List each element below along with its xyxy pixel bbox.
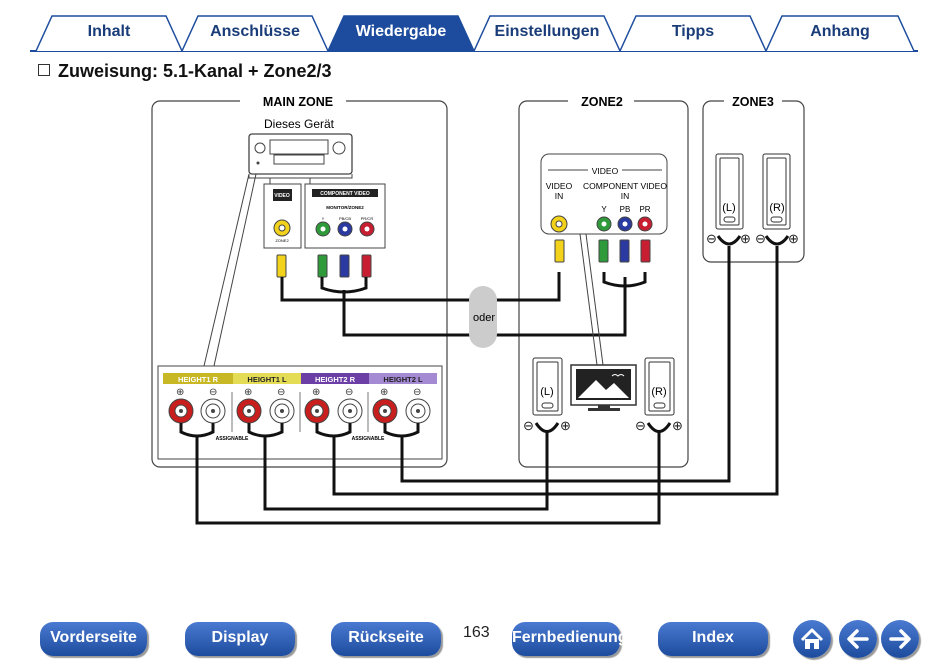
zone2-speaker-right: (R) <box>644 357 675 416</box>
svg-text:HEIGHT2 L: HEIGHT2 L <box>383 375 423 384</box>
svg-text:HEIGHT1 L: HEIGHT1 L <box>247 375 287 384</box>
svg-text:Y: Y <box>601 205 607 214</box>
svg-text:⊖: ⊖ <box>413 387 421 398</box>
receiver-plugs <box>276 254 372 278</box>
home-icon <box>800 628 824 649</box>
fernbedienung-button[interactable]: Fernbedienung <box>512 622 628 656</box>
connection-diagram: MAIN ZONE ZONE2 ZONE3 Dieses Gerät VIDEO… <box>151 93 805 525</box>
tab-einstellungen[interactable]: Einstellungen <box>472 14 622 52</box>
device-label: Dieses Gerät <box>264 117 335 131</box>
main-zone-label: MAIN ZONE <box>263 95 333 109</box>
zone3-label: ZONE3 <box>732 95 774 109</box>
svg-text:PR: PR <box>639 205 650 214</box>
svg-text:VIDEO: VIDEO <box>592 166 619 176</box>
tab-anschluesse[interactable]: Anschlüsse <box>180 14 330 52</box>
svg-text:⊕: ⊕ <box>740 231 751 246</box>
svg-text:PB: PB <box>620 205 631 214</box>
home-button[interactable] <box>793 620 831 658</box>
tab-anhang[interactable]: Anhang <box>764 14 916 52</box>
section-heading: Zuweisung: 5.1-Kanal + Zone2/3 <box>38 61 332 82</box>
svg-text:(L): (L) <box>540 386 553 398</box>
zone3-speaker-left: (L) <box>715 153 744 230</box>
svg-text:Y: Y <box>322 216 325 221</box>
svg-text:⊖: ⊖ <box>706 231 717 246</box>
svg-text:⊕: ⊕ <box>176 387 184 398</box>
speaker-terminal-panel: HEIGHT1 R HEIGHT1 L HEIGHT2 R HEIGHT2 L … <box>157 365 443 460</box>
svg-text:(R): (R) <box>651 386 666 398</box>
tab-inhalt[interactable]: Inhalt <box>34 14 184 52</box>
arrow-right-icon <box>889 629 911 649</box>
arrow-left-icon <box>847 629 869 649</box>
tv-input-panel: VIDEO VIDEO IN COMPONENT VIDEO IN Y PB P… <box>540 153 668 263</box>
oder-label: oder <box>473 312 495 324</box>
svg-text:IN: IN <box>621 191 630 201</box>
zone3-speaker-right: (R) <box>762 153 791 230</box>
svg-text:⊖: ⊖ <box>523 418 534 433</box>
video-out-panel: VIDEO ZONE2 <box>263 183 302 249</box>
display-button[interactable]: Display <box>185 622 295 656</box>
page-number: 163 <box>463 624 490 641</box>
svg-text:⊕: ⊕ <box>244 387 252 398</box>
checkbox-bullet-icon <box>38 64 50 76</box>
svg-text:⊕: ⊕ <box>312 387 320 398</box>
svg-text:⊖: ⊖ <box>755 231 766 246</box>
svg-text:⊕: ⊕ <box>788 231 799 246</box>
svg-text:⊖: ⊖ <box>635 418 646 433</box>
svg-text:VIDEO: VIDEO <box>546 181 573 191</box>
svg-text:⊖: ⊖ <box>209 387 217 398</box>
top-tab-bar: Inhalt Anschlüsse Wiedergabe Einstellung… <box>0 0 950 56</box>
zone2-label: ZONE2 <box>581 95 623 109</box>
svg-text:(R): (R) <box>769 202 784 214</box>
svg-text:⊕: ⊕ <box>560 418 571 433</box>
svg-text:COMPONENT VIDEO: COMPONENT VIDEO <box>320 191 370 197</box>
svg-text:COMPONENT VIDEO: COMPONENT VIDEO <box>583 181 667 191</box>
svg-text:⊕: ⊕ <box>672 418 683 433</box>
svg-text:PR/CR: PR/CR <box>361 216 374 221</box>
svg-text:ZONE2: ZONE2 <box>275 238 289 243</box>
component-out-panel: COMPONENT VIDEO MONITOR/ZONE2 Y PB/CB PR… <box>304 183 386 249</box>
svg-text:⊖: ⊖ <box>277 387 285 398</box>
rueckseite-button[interactable]: Rückseite <box>331 622 441 656</box>
tv-icon <box>570 364 637 411</box>
back-button[interactable] <box>839 620 877 658</box>
svg-text:PB/CB: PB/CB <box>339 216 351 221</box>
forward-button[interactable] <box>881 620 919 658</box>
svg-text:ASSIGNABLE: ASSIGNABLE <box>352 436 385 442</box>
vorderseite-button[interactable]: Vorderseite <box>40 622 147 656</box>
oder-pill <box>469 286 497 348</box>
speaker-cables <box>179 235 790 525</box>
index-button[interactable]: Index <box>658 622 768 656</box>
section-heading-text: Zuweisung: 5.1-Kanal + Zone2/3 <box>58 61 332 81</box>
tab-wiedergabe[interactable]: Wiedergabe <box>326 14 476 52</box>
tab-tipps[interactable]: Tipps <box>618 14 768 52</box>
svg-text:ASSIGNABLE: ASSIGNABLE <box>216 436 249 442</box>
zone2-speaker-left: (L) <box>532 357 563 416</box>
svg-text:HEIGHT1 R: HEIGHT1 R <box>178 375 219 384</box>
svg-text:HEIGHT2 R: HEIGHT2 R <box>315 375 356 384</box>
svg-text:IN: IN <box>555 191 564 201</box>
svg-text:⊖: ⊖ <box>345 387 353 398</box>
svg-text:⊕: ⊕ <box>380 387 388 398</box>
svg-text:(L): (L) <box>722 202 735 214</box>
svg-text:VIDEO: VIDEO <box>274 193 290 199</box>
receiver-icon <box>248 133 353 175</box>
svg-text:MONITOR/ZONE2: MONITOR/ZONE2 <box>326 205 364 210</box>
video-cables <box>280 272 647 337</box>
